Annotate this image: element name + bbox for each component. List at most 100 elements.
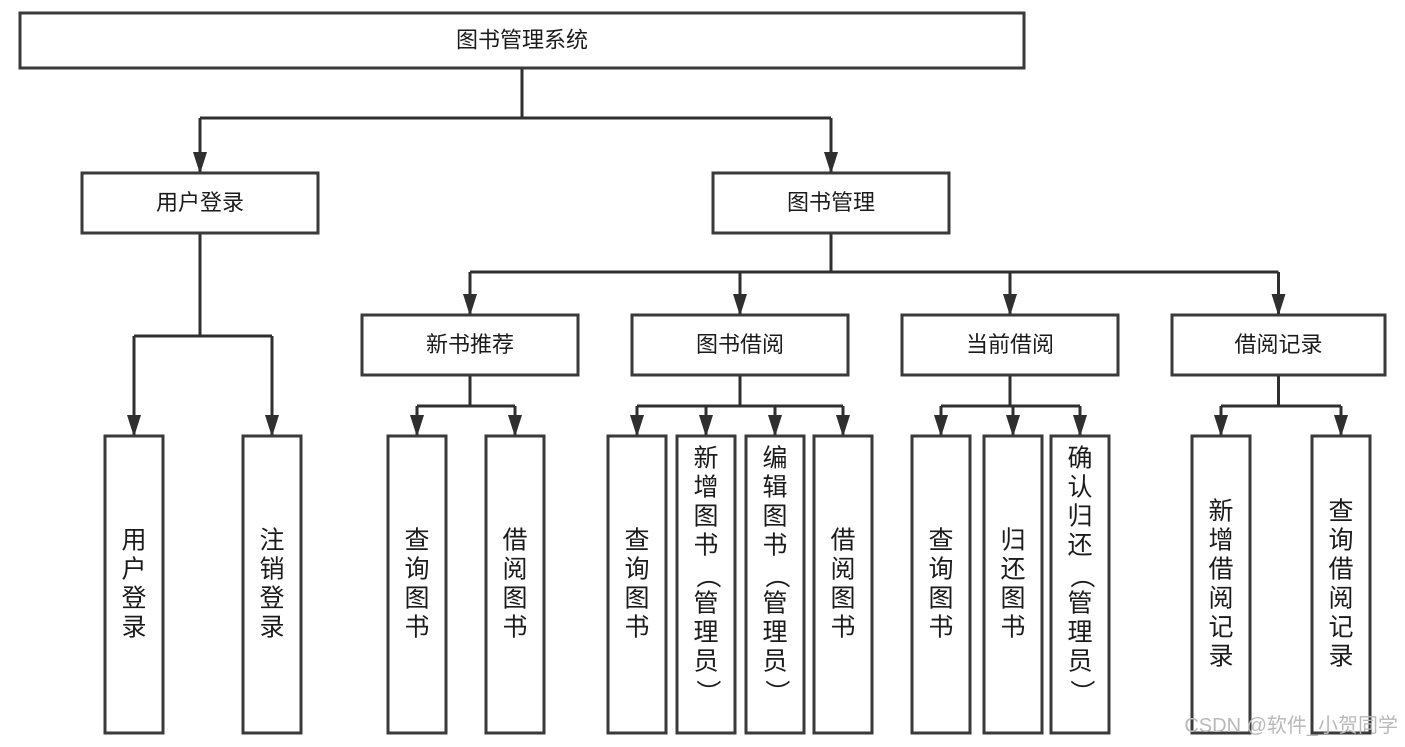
connector-borrow-record: [1214, 375, 1348, 437]
node-label-borrow-record: 借阅记录: [1234, 332, 1322, 357]
label-char: 书: [404, 614, 429, 642]
label-char: 理: [693, 619, 718, 647]
node-label-root: 图书管理系统: [456, 27, 588, 52]
node-book-manage[interactable]: 图书管理: [711, 171, 951, 235]
node-box-leaf-confirm-return-admin[interactable]: [1049, 434, 1111, 735]
label-char: 登: [121, 585, 146, 613]
arrow-head-icon: [1271, 294, 1286, 316]
arrow-head-icon: [1334, 415, 1348, 437]
node-box-leaf-add-borrow-record[interactable]: [1190, 434, 1252, 735]
arrow-head-icon: [265, 415, 279, 437]
label-char: 理: [1067, 619, 1092, 647]
node-box-leaf-return-book[interactable]: [982, 434, 1044, 735]
node-user-login[interactable]: 用户登录: [80, 171, 320, 235]
arrow-head-icon: [630, 415, 644, 437]
node-box-root[interactable]: [18, 11, 1026, 70]
arrow-head-icon: [934, 415, 948, 437]
node-new-book-recommend[interactable]: 新书推荐: [360, 313, 580, 377]
label-char: 查: [928, 527, 953, 555]
label-char: ）: [693, 679, 721, 704]
label-char: （: [762, 563, 790, 588]
arrow-head-icon: [127, 415, 141, 437]
node-layer: 图书管理系统用户登录图书管理新书推荐图书借阅当前借阅借阅记录用户登录注销登录查询…: [18, 11, 1387, 735]
node-label-leaf-user-login: 用户登录: [121, 527, 146, 642]
label-char: 录: [1208, 643, 1233, 671]
node-box-leaf-query-book-1[interactable]: [386, 434, 448, 735]
node-box-user-login[interactable]: [80, 171, 320, 235]
label-char: 借: [1328, 556, 1353, 584]
label-char: 书: [693, 532, 718, 560]
label-char: 借: [502, 527, 527, 555]
label-char: 阅: [1328, 585, 1353, 613]
label-char: 询: [624, 556, 649, 584]
node-box-current-borrow[interactable]: [900, 313, 1120, 377]
node-box-new-book-recommend[interactable]: [360, 313, 580, 377]
connector-user-login: [127, 233, 279, 437]
label-char: 确: [1067, 445, 1092, 473]
label-char: 图: [693, 503, 718, 531]
node-box-leaf-user-logout[interactable]: [241, 434, 303, 735]
node-root[interactable]: 图书管理系统: [18, 11, 1026, 70]
node-box-leaf-borrow-book-2[interactable]: [812, 434, 874, 735]
connector-book-borrow: [630, 375, 850, 437]
arrow-head-icon: [193, 152, 207, 174]
label-char: 记: [1328, 614, 1353, 642]
node-box-leaf-query-book-2[interactable]: [606, 434, 668, 735]
label-char: 管: [693, 590, 718, 618]
node-box-book-borrow[interactable]: [630, 313, 850, 377]
node-book-borrow[interactable]: 图书借阅: [630, 313, 850, 377]
label-char: 书: [928, 614, 953, 642]
label-char: 图: [624, 585, 649, 613]
arrow-head-icon: [733, 294, 747, 316]
label-char: 图: [762, 503, 787, 531]
label-char: 阅: [1208, 585, 1233, 613]
node-box-leaf-query-book-3[interactable]: [910, 434, 972, 735]
connector-root: [193, 68, 838, 174]
node-box-leaf-borrow-book-1[interactable]: [484, 434, 546, 735]
connector-book-manage: [463, 233, 1286, 316]
label-char: 询: [1328, 527, 1353, 555]
node-label-book-manage: 图书管理: [787, 190, 875, 215]
label-char: 新: [1208, 498, 1233, 526]
node-box-borrow-record[interactable]: [1170, 313, 1387, 377]
connector-layer: [127, 68, 1348, 437]
node-leaf-user-login[interactable]: 用户登录: [103, 434, 165, 735]
node-box-leaf-add-book-admin[interactable]: [675, 434, 737, 735]
node-box-book-manage[interactable]: [711, 171, 951, 235]
label-char: 书: [830, 614, 855, 642]
label-char: 增: [1208, 527, 1233, 555]
label-char: 编: [762, 445, 787, 473]
label-char: 图: [404, 585, 429, 613]
node-current-borrow[interactable]: 当前借阅: [900, 313, 1120, 377]
label-char: 记: [1208, 614, 1233, 642]
node-borrow-record[interactable]: 借阅记录: [1170, 313, 1387, 377]
node-box-leaf-query-borrow-record[interactable]: [1310, 434, 1372, 735]
label-char: （: [693, 563, 721, 588]
arrow-head-icon: [699, 415, 713, 437]
node-box-leaf-user-login[interactable]: [103, 434, 165, 735]
label-char: 图: [502, 585, 527, 613]
node-box-leaf-edit-book-admin[interactable]: [744, 434, 806, 735]
arrow-head-icon: [1006, 415, 1020, 437]
